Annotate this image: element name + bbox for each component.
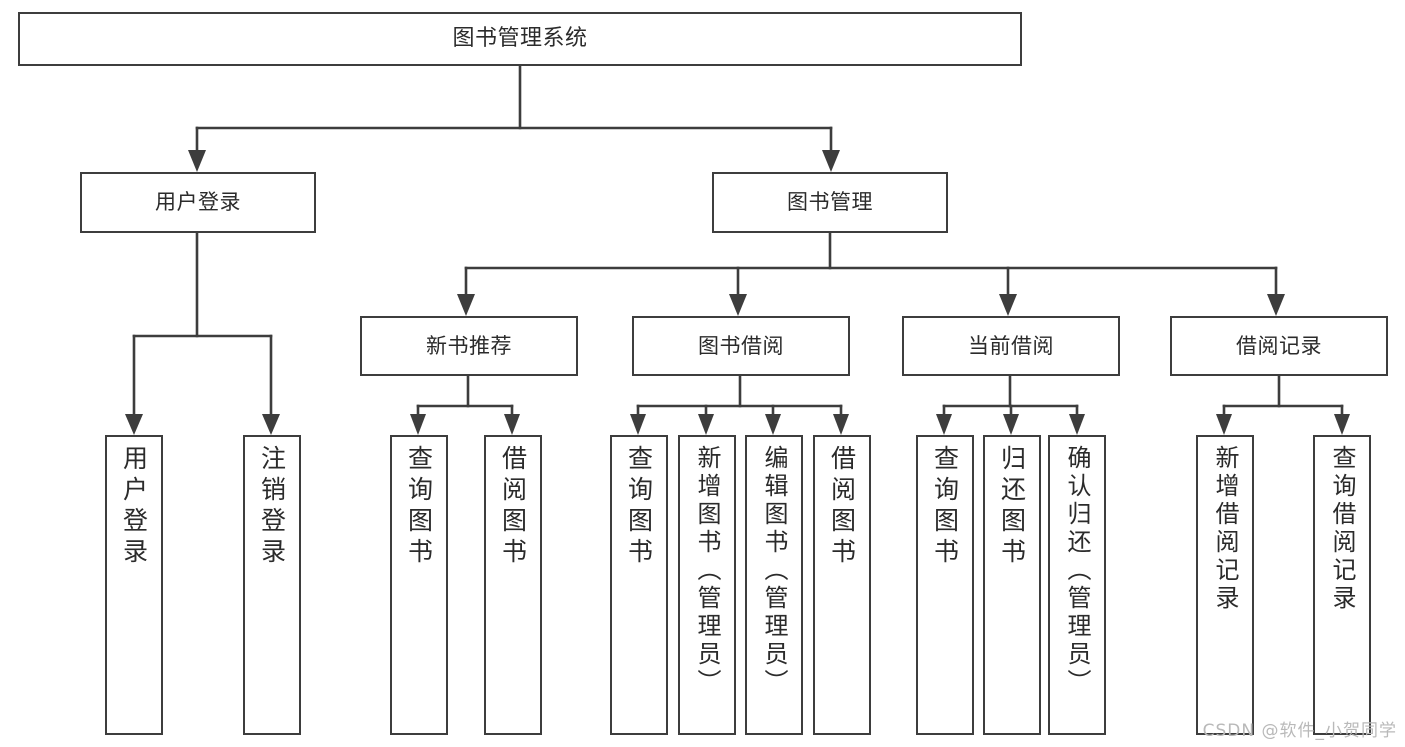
node-label: 查询图书	[404, 445, 434, 569]
node-label: 图书借阅	[698, 333, 784, 358]
node-label: 新增图书（管理员）	[693, 445, 721, 697]
leaf-edit-book-admin[interactable]: 编辑图书（管理员）	[745, 435, 803, 735]
node-label: 用户登录	[119, 445, 149, 569]
node-current-borrow[interactable]: 当前借阅	[902, 316, 1120, 376]
node-label: 注销登录	[257, 445, 287, 569]
leaf-user-login[interactable]: 用户登录	[105, 435, 163, 735]
node-borrow-record[interactable]: 借阅记录	[1170, 316, 1388, 376]
node-label: 用户登录	[155, 190, 241, 215]
leaf-logout-login[interactable]: 注销登录	[243, 435, 301, 735]
leaf-query-borrow-record[interactable]: 查询借阅记录	[1313, 435, 1371, 735]
node-label: 查询借阅记录	[1328, 445, 1356, 613]
node-label: 确认归还（管理员）	[1063, 445, 1091, 697]
leaf-add-book-admin[interactable]: 新增图书（管理员）	[678, 435, 736, 735]
node-label: 当前借阅	[968, 333, 1054, 358]
csdn-watermark: CSDN @软件_小贺同学	[1202, 721, 1397, 741]
node-label: 查询图书	[624, 445, 654, 569]
node-new-book-recommend[interactable]: 新书推荐	[360, 316, 578, 376]
node-label: 图书管理	[787, 190, 873, 215]
leaf-query-book-borrow[interactable]: 查询图书	[610, 435, 668, 735]
node-book-borrow[interactable]: 图书借阅	[632, 316, 850, 376]
node-label: 借阅记录	[1236, 333, 1322, 358]
leaf-query-book-current[interactable]: 查询图书	[916, 435, 974, 735]
node-user-login[interactable]: 用户登录	[80, 172, 316, 233]
leaf-query-book-recommend[interactable]: 查询图书	[390, 435, 448, 735]
leaf-borrow-book-recommend[interactable]: 借阅图书	[484, 435, 542, 735]
node-label: 借阅图书	[827, 445, 857, 569]
node-label: 查询图书	[930, 445, 960, 569]
leaf-return-book[interactable]: 归还图书	[983, 435, 1041, 735]
node-label: 借阅图书	[498, 445, 528, 569]
node-book-management[interactable]: 图书管理	[712, 172, 948, 233]
leaf-borrow-book[interactable]: 借阅图书	[813, 435, 871, 735]
node-label: 新书推荐	[426, 333, 512, 358]
node-root-book-management-system[interactable]: 图书管理系统	[18, 12, 1022, 66]
node-label: 图书管理系统	[452, 26, 588, 52]
leaf-add-borrow-record[interactable]: 新增借阅记录	[1196, 435, 1254, 735]
node-label: 归还图书	[997, 445, 1027, 569]
node-label: 新增借阅记录	[1211, 445, 1239, 613]
leaf-confirm-return-admin[interactable]: 确认归还（管理员）	[1048, 435, 1106, 735]
node-label: 编辑图书（管理员）	[760, 445, 788, 697]
